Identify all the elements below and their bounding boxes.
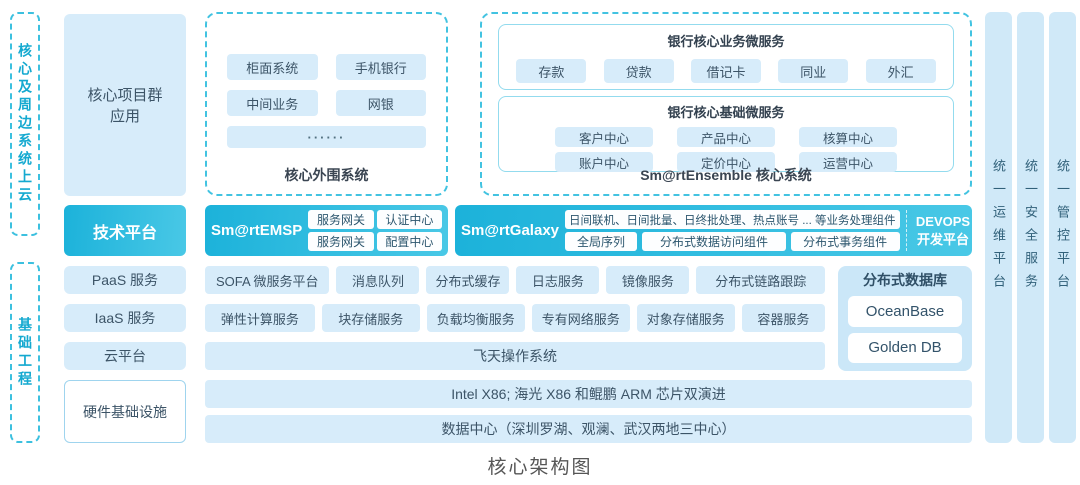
smart-emsp-grid: 服务网关 认证中心 服务网关 配置中心 xyxy=(308,210,442,251)
node-feitian-os: 飞天操作系统 xyxy=(205,342,825,370)
node-batch-processing-components: 日间联机、日间批量、日终批处理、热点账号 ... 等业务处理组件 xyxy=(565,210,900,229)
node-interbank: 同业 xyxy=(778,59,849,83)
node-product-center: 产品中心 xyxy=(677,127,775,147)
layer-cloud-platform: 云平台 xyxy=(64,342,186,370)
layer-iaas: IaaS 服务 xyxy=(64,304,186,332)
smart-emsp-name: Sm@rtEMSP xyxy=(211,222,303,239)
iaas-services-row: 弹性计算服务 块存储服务 负载均衡服务 专有网络服务 对象存储服务 容器服务 xyxy=(205,304,825,332)
ensemble-core-group: 银行核心业务微服务 存款 贷款 借记卡 同业 外汇 银行核心基础微服务 客户中心… xyxy=(480,12,972,196)
node-operations-center: 运营中心 xyxy=(799,152,897,172)
layer-tech-platform: 技术平台 xyxy=(64,205,186,256)
peripheral-systems-grid: 柜面系统 手机银行 中间业务 网银 ······ xyxy=(207,14,446,194)
node-customer-center: 客户中心 xyxy=(555,127,653,147)
left-rail-infrastructure-label: 基础工程 xyxy=(17,316,33,389)
rail-unified-security-label: 统一安全服务 xyxy=(1023,158,1038,297)
node-distributed-transaction: 分布式事务组件 xyxy=(790,232,900,251)
node-data-center: 数据中心（深圳罗湖、观澜、武汉两地三中心） xyxy=(205,415,972,443)
node-image-service: 镜像服务 xyxy=(606,266,690,294)
peripheral-systems-group: 柜面系统 手机银行 中间业务 网银 ······ 核心外围系统 xyxy=(205,12,448,196)
diagram-caption: 核心架构图 xyxy=(487,457,593,478)
node-service-gateway-bottom: 服务网关 xyxy=(308,232,374,251)
foundation-microservices-box: 银行核心基础微服务 客户中心 产品中心 核算中心 账户中心 定价中心 运营中心 xyxy=(498,96,954,172)
left-rail-core-cloud-label: 核心及周边系统上云 xyxy=(17,43,33,205)
node-pricing-center: 定价中心 xyxy=(677,152,775,172)
peripheral-systems-label: 核心外围系统 xyxy=(284,167,369,183)
smart-galaxy-name: Sm@rtGalaxy xyxy=(461,222,560,239)
node-object-storage: 对象存储服务 xyxy=(636,304,735,332)
node-mobile-banking: 手机银行 xyxy=(335,54,426,80)
node-elastic-compute: 弹性计算服务 xyxy=(205,304,315,332)
rail-unified-control-label: 统一管控平台 xyxy=(1055,158,1070,297)
node-sofa-microservice-platform: SOFA 微服务平台 xyxy=(205,266,330,294)
node-oceanbase: OceanBase xyxy=(848,296,962,327)
left-rail-infrastructure: 基础工程 xyxy=(10,262,40,443)
node-online-banking: 网银 xyxy=(335,90,426,116)
node-container-service: 容器服务 xyxy=(741,304,825,332)
business-microservices-title: 银行核心业务微服务 xyxy=(667,34,785,49)
node-counter-system: 柜面系统 xyxy=(227,54,318,80)
node-log-service: 日志服务 xyxy=(516,266,600,294)
node-load-balancer: 负载均衡服务 xyxy=(426,304,525,332)
node-forex: 外汇 xyxy=(865,59,936,83)
node-distributed-data-access: 分布式数据访问组件 xyxy=(642,232,786,251)
node-private-network: 专有网络服务 xyxy=(531,304,630,332)
business-microservices-box: 银行核心业务微服务 存款 贷款 借记卡 同业 外汇 xyxy=(498,24,954,90)
rail-unified-ops-platform: 统一运维平台 xyxy=(985,12,1012,443)
ensemble-core-label: Sm@rtEnsemble 核心系统 xyxy=(640,167,812,183)
node-devops-platform: DEVOPS 开发平台 xyxy=(905,210,980,251)
layer-core-apps: 核心项目群 应用 xyxy=(64,14,186,196)
node-service-gateway-top: 服务网关 xyxy=(308,210,374,229)
node-loans: 贷款 xyxy=(603,59,674,83)
node-global-sequence: 全局序列 xyxy=(565,232,638,251)
node-distributed-tracing: 分布式链路跟踪 xyxy=(696,266,826,294)
node-intermediate-business: 中间业务 xyxy=(227,90,318,116)
layer-paas: PaaS 服务 xyxy=(64,266,186,294)
distributed-database-title: 分布式数据库 xyxy=(863,272,947,288)
foundation-microservices-title: 银行核心基础微服务 xyxy=(667,105,785,120)
node-config-center: 配置中心 xyxy=(376,232,442,251)
smart-galaxy-components: 日间联机、日间批量、日终批处理、热点账号 ... 等业务处理组件 全局序列 分布… xyxy=(565,210,900,251)
layer-hardware: 硬件基础设施 xyxy=(64,380,186,443)
smart-galaxy-platform: Sm@rtGalaxy 日间联机、日间批量、日终批处理、热点账号 ... 等业务… xyxy=(455,205,972,256)
distributed-database-box: 分布式数据库 OceanBase Golden DB xyxy=(838,266,972,371)
node-account-center: 账户中心 xyxy=(555,152,653,172)
paas-services-row: SOFA 微服务平台 消息队列 分布式缓存 日志服务 镜像服务 分布式链路跟踪 xyxy=(205,266,826,294)
node-deposits: 存款 xyxy=(516,59,587,83)
node-goldendb: Golden DB xyxy=(848,332,962,363)
node-chip-evolution: Intel X86; 海光 X86 和鲲鹏 ARM 芯片双演进 xyxy=(205,380,972,408)
node-block-storage: 块存储服务 xyxy=(321,304,420,332)
rail-unified-security-service: 统一安全服务 xyxy=(1017,12,1044,443)
node-auth-center: 认证中心 xyxy=(376,210,442,229)
node-accounting-center: 核算中心 xyxy=(799,127,897,147)
node-more-systems-ellipsis: ······ xyxy=(227,126,426,148)
left-rail-core-cloud: 核心及周边系统上云 xyxy=(10,12,40,236)
rail-unified-control-platform: 统一管控平台 xyxy=(1049,12,1076,443)
smart-emsp-platform: Sm@rtEMSP 服务网关 认证中心 服务网关 配置中心 xyxy=(205,205,448,256)
rail-unified-ops-label: 统一运维平台 xyxy=(991,158,1006,297)
node-debit-card: 借记卡 xyxy=(690,59,761,83)
node-distributed-cache: 分布式缓存 xyxy=(426,266,510,294)
node-message-queue: 消息队列 xyxy=(336,266,420,294)
